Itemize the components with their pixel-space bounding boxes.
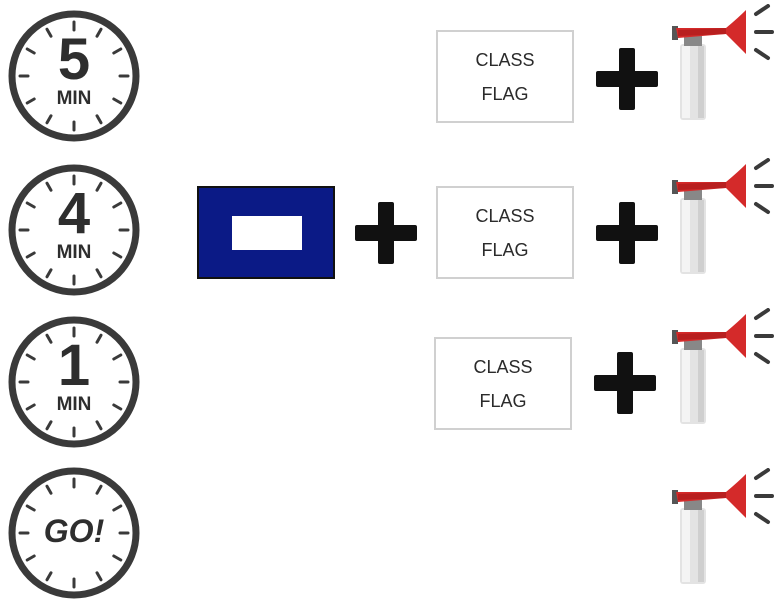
clock-5-min-icon: 5 MIN <box>4 6 144 146</box>
class-flag-line2: FLAG <box>481 83 529 104</box>
class-flag-line2: FLAG <box>481 239 529 260</box>
air-horn-icon <box>668 158 778 278</box>
clock-go-icon: GO! <box>4 463 144 603</box>
class-flag-line1: CLASS <box>475 205 535 226</box>
clock-go-text: GO! <box>43 513 105 549</box>
clock-number: 5 <box>57 27 91 92</box>
preparatory-flag-p-icon <box>197 186 335 279</box>
class-flag-line1: CLASS <box>475 49 535 70</box>
clock-unit: MIN <box>56 394 92 415</box>
clock-1-min-icon: 1 MIN <box>4 312 144 452</box>
class-flag-line1: CLASS <box>473 356 533 377</box>
plus-icon <box>355 202 417 264</box>
clock-4-min-icon: 4 MIN <box>4 160 144 300</box>
clock-number: 1 <box>57 333 91 398</box>
air-horn-icon <box>668 468 778 588</box>
clock-number: 4 <box>57 181 91 246</box>
class-flag: CLASS FLAG <box>434 337 572 430</box>
class-flag: CLASS FLAG <box>436 186 574 279</box>
clock-unit: MIN <box>56 242 92 263</box>
class-flag-line2: FLAG <box>479 390 527 411</box>
clock-unit: MIN <box>56 88 92 109</box>
air-horn-icon <box>668 4 778 124</box>
plus-icon <box>596 48 658 110</box>
class-flag: CLASS FLAG <box>436 30 574 123</box>
air-horn-icon <box>668 308 778 428</box>
plus-icon <box>596 202 658 264</box>
plus-icon <box>594 352 656 414</box>
